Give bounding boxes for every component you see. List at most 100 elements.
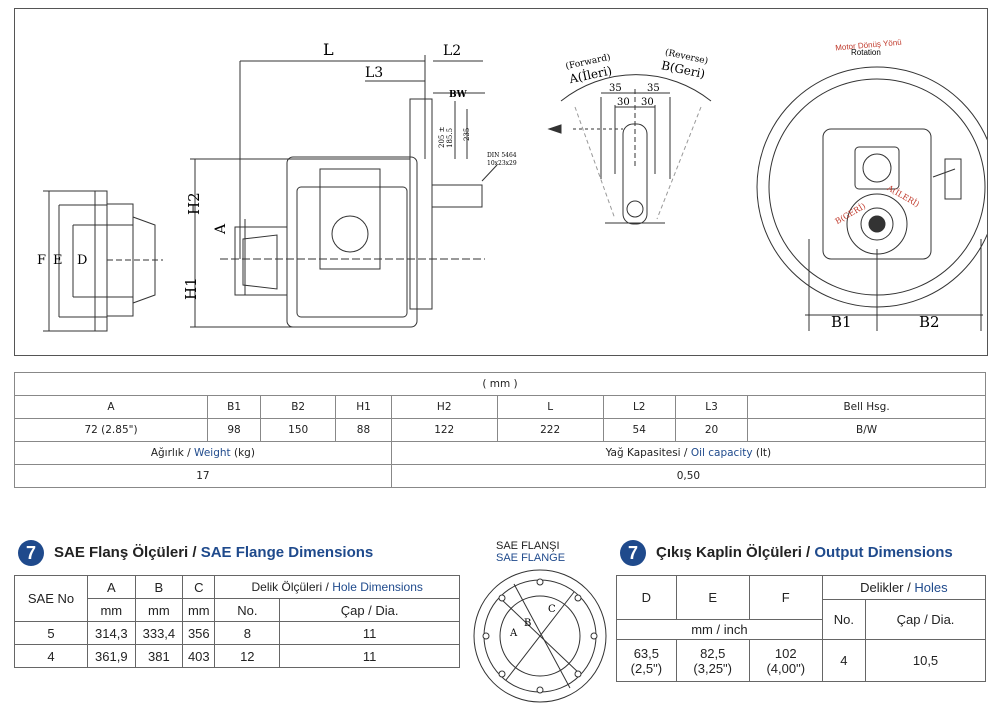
cell: 4 [14, 644, 88, 668]
value-cell: 222 [496, 418, 604, 442]
oil-value: 0,50 [390, 464, 987, 488]
label-235: 235 [463, 128, 471, 141]
label-H2: H2 [185, 192, 203, 215]
cell: 356 [182, 621, 216, 645]
table-header-row: A B1 B2 H1 H2 L L2 L3 Bell Hsg. [13, 395, 986, 419]
value-cell: B/W [747, 418, 986, 442]
label-din: DIN 5464 [487, 152, 517, 159]
label-185: 185.5 [446, 128, 454, 148]
unit-mm-inch: mm / inch [616, 619, 823, 640]
cell: 12 [214, 644, 281, 668]
cell-no: 4 [821, 639, 867, 682]
label-L3: L3 [365, 65, 383, 81]
header-cell: B1 [207, 395, 262, 419]
label-205: 205 ± [438, 126, 446, 148]
flange-label-a: A [509, 628, 518, 639]
header-cell: B2 [260, 395, 337, 419]
header-cell: H2 [390, 395, 498, 419]
label-B1: B1 [831, 313, 852, 331]
cell-f: 102(4,00") [748, 639, 823, 682]
col-dia: Çap / Dia. [865, 599, 986, 640]
flange-figure-title: SAE FLANŞI SAE FLANGE [496, 540, 565, 564]
value-cell: 150 [260, 418, 337, 442]
f-inch: (4,00") [766, 660, 806, 676]
oil-label-tr: Yağ Kapasitesi / [605, 447, 691, 459]
cell: 11 [279, 621, 460, 645]
table-row: 17 0,50 [14, 464, 987, 488]
section-badge-icon: 7 [18, 540, 44, 566]
label-L2: L2 [443, 43, 461, 59]
value-cell: 54 [602, 418, 676, 442]
sae-title: SAE Flanş Ölçüleri / SAE Flange Dimensio… [54, 544, 373, 561]
weight-label: Ağırlık / Weight (kg) [14, 441, 392, 465]
weight-unit: (kg) [230, 447, 255, 459]
value-cell: 98 [207, 418, 262, 442]
label-D: D [77, 253, 87, 268]
value-cell: 122 [390, 418, 498, 442]
output-title-tr: Çıkış Kaplin Ölçüleri / [656, 544, 815, 561]
cell: 314,3 [87, 621, 136, 645]
output-title: Çıkış Kaplin Ölçüleri / Output Dimension… [656, 544, 953, 561]
sae-flange-figure: A B C [473, 569, 607, 703]
unit-header: ( mm ) [14, 372, 986, 396]
flange-label-b: B [524, 618, 531, 629]
label-35a: 35 [609, 83, 622, 94]
oil-label-en: Oil capacity [690, 447, 753, 459]
value-cell: 88 [335, 418, 392, 442]
label-BW: BW [449, 90, 468, 100]
col-a: A [87, 575, 136, 599]
f-mm: 102 [774, 645, 797, 661]
cell: 5 [14, 621, 88, 645]
e-inch: (3,25") [693, 660, 732, 676]
col-holes-tr: Delikler / [860, 580, 915, 595]
col-c: C [182, 575, 216, 599]
flange-title-tr: SAE FLANŞI [496, 540, 560, 552]
cell: 381 [134, 644, 184, 668]
technical-drawing: F E D L L2 L3 H2 H1 A BW DIN 5464 10x23x… [37, 38, 987, 332]
col-dia: Çap / Dia. [279, 598, 460, 622]
e-mm: 82,5 [700, 645, 726, 661]
output-title-en: Output Dimensions [814, 544, 953, 561]
flange-label-c: C [548, 604, 556, 615]
header-cell: L2 [602, 395, 676, 419]
unit-mm: mm [182, 598, 216, 622]
d-mm: 63,5 [633, 645, 659, 661]
cell: 8 [214, 621, 281, 645]
oil-label: Yağ Kapasitesi / Oil capacity (lt) [390, 441, 987, 465]
coupling-side-view [43, 190, 163, 332]
output-dimensions-table: D E F Delikler / Holes No. Çap / Dia. mm… [616, 575, 987, 682]
col-d: D [616, 575, 677, 620]
label-rotation: Rotation [851, 48, 881, 57]
col-holes-tr: Delik Ölçüleri / [251, 580, 333, 594]
col-holes: Delikler / Holes [821, 575, 987, 600]
label-30b: 30 [641, 97, 654, 108]
col-holes-en: Hole Dimensions [332, 580, 423, 594]
cell: 333,4 [134, 621, 184, 645]
header-cell: L [496, 395, 604, 419]
col-holes: Delik Ölçüleri / Hole Dimensions [214, 575, 460, 599]
label-35b: 35 [647, 83, 660, 94]
cell-dia: 10,5 [865, 639, 986, 682]
label-30a: 30 [617, 97, 630, 108]
unit-mm: mm [134, 598, 184, 622]
gearbox-front-view [756, 66, 987, 331]
header-cell: L3 [674, 395, 749, 419]
weight-label-en: Weight [194, 447, 231, 459]
lever-view [547, 74, 712, 225]
cell: 361,9 [87, 644, 136, 668]
header-cell: A [13, 395, 209, 419]
col-e: E [675, 575, 750, 620]
flange-title-en: SAE FLANGE [496, 552, 566, 564]
sae-title-tr: SAE Flanş Ölçüleri / [54, 544, 201, 561]
label-A: A [213, 223, 229, 235]
col-f: F [748, 575, 823, 620]
sae-flange-table: SAE No A B C Delik Ölçüleri / Hole Dimen… [14, 575, 460, 668]
cell: 11 [279, 644, 460, 668]
label-geri: B(GERİ) [834, 201, 868, 226]
header-cell: H1 [335, 395, 392, 419]
table-row: Ağırlık / Weight (kg) Yağ Kapasitesi / O… [14, 441, 987, 465]
label-B2: B2 [919, 313, 940, 331]
cell-e: 82,5(3,25") [675, 639, 750, 682]
gearbox-side-view [190, 55, 498, 328]
table-row: 63,5(2,5") 82,5(3,25") 102(4,00") 4 10,5 [616, 639, 986, 682]
